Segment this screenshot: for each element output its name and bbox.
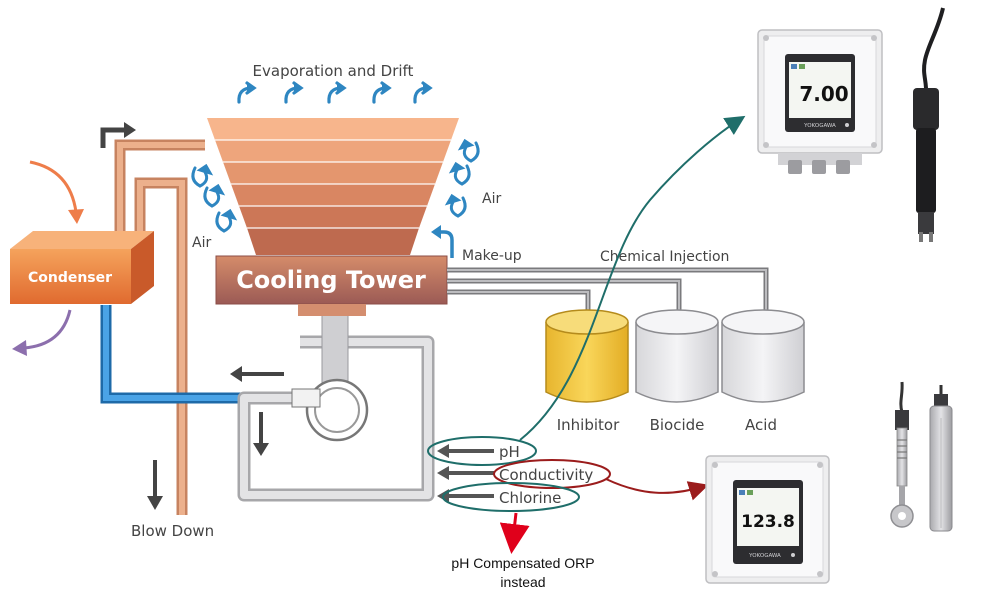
air-arrow-icon — [203, 183, 226, 208]
ph-analyzer: 7.00 YOKOGAWA — [757, 29, 883, 174]
ph-highlight-ellipse — [427, 436, 537, 466]
heat-in-arrow-head — [68, 209, 84, 224]
inhibitor-tank — [545, 309, 629, 403]
ph-analyzer-reading: 7.00 — [799, 82, 848, 106]
acid-tank — [721, 309, 805, 403]
conductivity-sensor-label: Conductivity — [499, 466, 593, 484]
conductivity-analyzer-brand: YOKOGAWA — [748, 553, 781, 559]
flow-arrow-icon — [100, 127, 128, 148]
evaporation-arrow-icon — [413, 81, 433, 104]
air-arrow-icon — [191, 163, 214, 188]
conductivity-probe-left — [890, 381, 914, 528]
makeup-arrow-head — [431, 225, 441, 239]
cooling-tower — [207, 118, 459, 316]
blow-down-label: Blow Down — [131, 522, 214, 540]
flow-arrow-head — [147, 496, 163, 510]
ph-analyzer-screen — [789, 62, 851, 118]
air-arrow-icon — [448, 161, 471, 186]
air-label-left: Air — [192, 235, 211, 251]
evaporation-label: Evaporation and Drift — [253, 62, 414, 80]
air-inlet-arrows-right — [444, 138, 480, 218]
evaporation-arrow-icon — [284, 81, 304, 104]
makeup-label: Make-up — [462, 248, 522, 264]
ph-sensor-label: pH — [499, 443, 520, 461]
air-inlet-arrows-left — [191, 163, 238, 233]
flow-arrow-head — [253, 443, 269, 456]
biocide-tank — [635, 309, 719, 403]
flow-arrow-head — [230, 366, 242, 382]
orp-note-line1: pH Compensated ORP — [451, 555, 594, 571]
pump-impeller-icon — [314, 387, 360, 433]
cooling-tower-label: Cooling Tower — [236, 266, 426, 294]
sensor-arrows — [437, 444, 494, 503]
evaporation-arrows — [237, 81, 433, 104]
chlorine-sensor-label: Chlorine — [499, 489, 561, 507]
ph-probe — [913, 7, 945, 242]
valve-icon — [291, 388, 321, 408]
recirculation-loop — [237, 335, 435, 502]
conductivity-probe-right — [929, 385, 953, 532]
orp-note-arrow-icon — [499, 512, 530, 554]
conductivity-analyzer-reading: 123.8 — [741, 512, 795, 532]
condenser-label: Condenser — [28, 270, 112, 286]
air-arrow-icon — [444, 193, 467, 218]
heat-in-arrow-icon — [29, 160, 78, 213]
chlorine-highlight-ellipse — [442, 482, 580, 512]
air-arrow-icon — [215, 208, 238, 233]
acid-label: Acid — [745, 416, 777, 434]
air-label-right: Air — [482, 191, 501, 207]
air-arrow-icon — [457, 138, 480, 163]
evaporation-arrow-icon — [237, 81, 257, 104]
conductivity-analyzer: 123.8 YOKOGAWA — [705, 455, 830, 584]
heat-out-arrow-icon — [23, 309, 72, 350]
inhibitor-label: Inhibitor — [557, 416, 620, 434]
flow-arrow-head — [124, 122, 136, 138]
evaporation-arrow-icon — [327, 81, 347, 104]
conductivity-to-analyzer-connector — [605, 478, 709, 501]
conductivity-analyzer-screen — [737, 488, 799, 546]
heat-out-arrow-head — [12, 340, 27, 356]
condenser — [10, 231, 154, 304]
ph-analyzer-brand: YOKOGAWA — [803, 123, 836, 129]
makeup-arrow-icon — [438, 230, 454, 258]
hot-water-pipes — [114, 139, 205, 515]
chemical-injection-label: Chemical Injection — [600, 249, 729, 265]
orp-note-line2: instead — [500, 574, 545, 590]
cold-water-pipe — [100, 305, 300, 404]
evaporation-arrow-icon — [372, 81, 392, 104]
biocide-label: Biocide — [650, 416, 705, 434]
ph-to-analyzer-connector — [519, 115, 746, 441]
conductivity-highlight-ellipse — [493, 459, 611, 489]
